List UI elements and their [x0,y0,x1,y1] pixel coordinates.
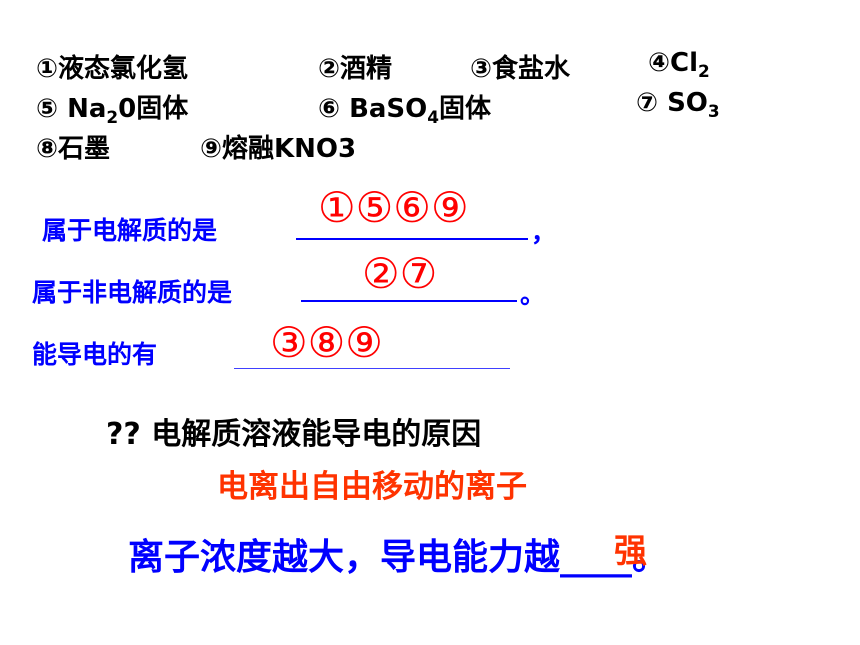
item-8: ⑧石墨 [36,134,111,164]
answer-conductive: ③⑧⑨ [270,318,383,367]
question-nonelectrolyte: 属于非电解质的是 [32,278,233,307]
answer-line-3 [234,368,510,369]
item-5: ⑤ Na20固体 [36,94,189,127]
item-7: ⑦ SO3 [636,88,720,121]
conclusion: 离子浓度越大，导电能力越____。 [128,537,669,578]
item-3: ③食盐水 [470,54,571,84]
item-6: ⑥ BaSO4固体 [318,94,492,127]
reason-answer: 电离出自由移动的离子 [217,469,527,505]
answer-electrolyte: ①⑤⑥⑨ [318,183,469,232]
conclusion-blank: ____ [560,537,633,578]
question-conductive: 能导电的有 [32,340,158,369]
answer-nonelectrolyte: ②⑦ [362,249,438,298]
item-9: ⑨熔融KNO3 [200,134,357,164]
conclusion-answer: 强 [614,531,647,570]
item-4: ④Cl2 [648,48,710,81]
item-2: ②酒精 [318,54,393,84]
punct-period: 。 [520,280,546,309]
answer-line-2 [301,300,517,302]
item-1: ①液态氯化氢 [36,54,189,84]
answer-line-1 [296,238,528,240]
punct-comma: ， [531,218,557,247]
question-electrolyte: 属于电解质的是 [42,216,218,245]
reason-question: ?? 电解质溶液能导电的原因 [106,417,482,452]
